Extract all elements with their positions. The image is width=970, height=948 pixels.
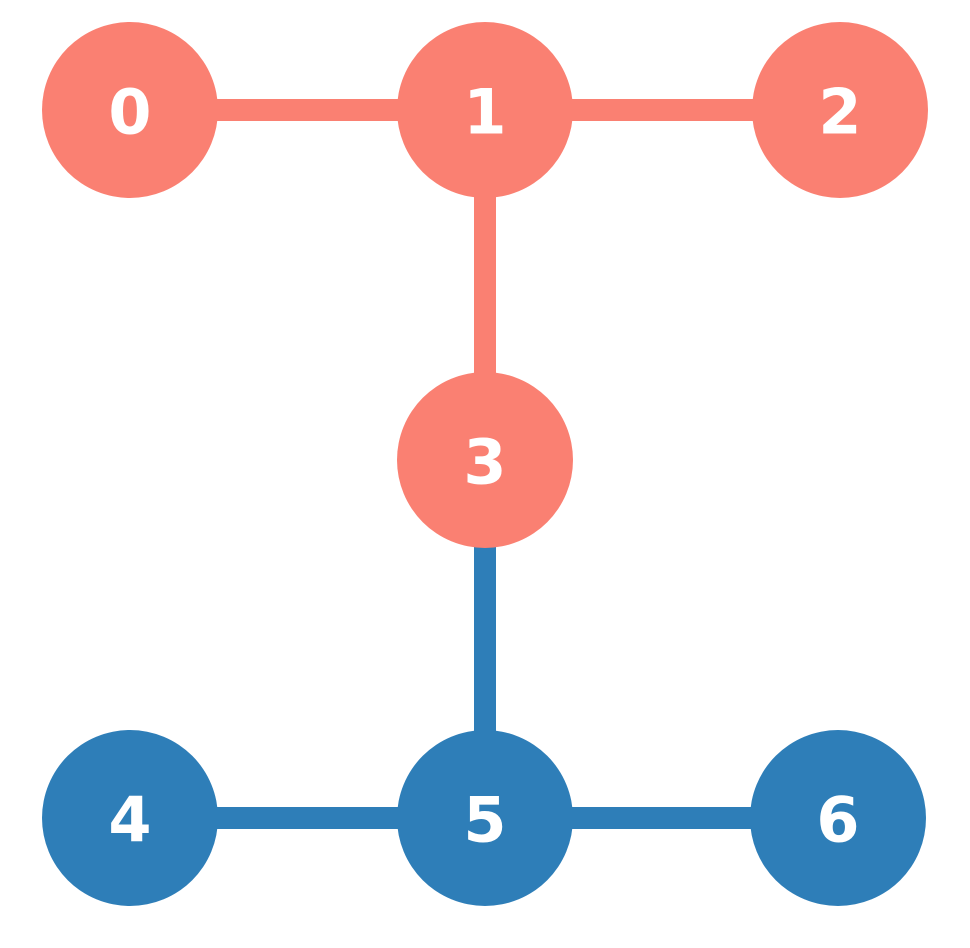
graph-node-circle[interactable] xyxy=(397,22,573,198)
nodes-layer: 0 1 2 3 4 5 6 xyxy=(42,22,928,906)
graph-node[interactable]: 0 xyxy=(42,22,218,198)
graph-node-circle[interactable] xyxy=(752,22,928,198)
graph-node-circle[interactable] xyxy=(750,730,926,906)
graph-node[interactable]: 5 xyxy=(397,730,573,906)
graph-node-circle[interactable] xyxy=(397,372,573,548)
graph-node-circle[interactable] xyxy=(42,22,218,198)
graph-node[interactable]: 2 xyxy=(752,22,928,198)
graph-node[interactable]: 6 xyxy=(750,730,926,906)
graph-node[interactable]: 1 xyxy=(397,22,573,198)
graph-node[interactable]: 3 xyxy=(397,372,573,548)
graph-node[interactable]: 4 xyxy=(42,730,218,906)
graph-node-circle[interactable] xyxy=(397,730,573,906)
graph-node-circle[interactable] xyxy=(42,730,218,906)
